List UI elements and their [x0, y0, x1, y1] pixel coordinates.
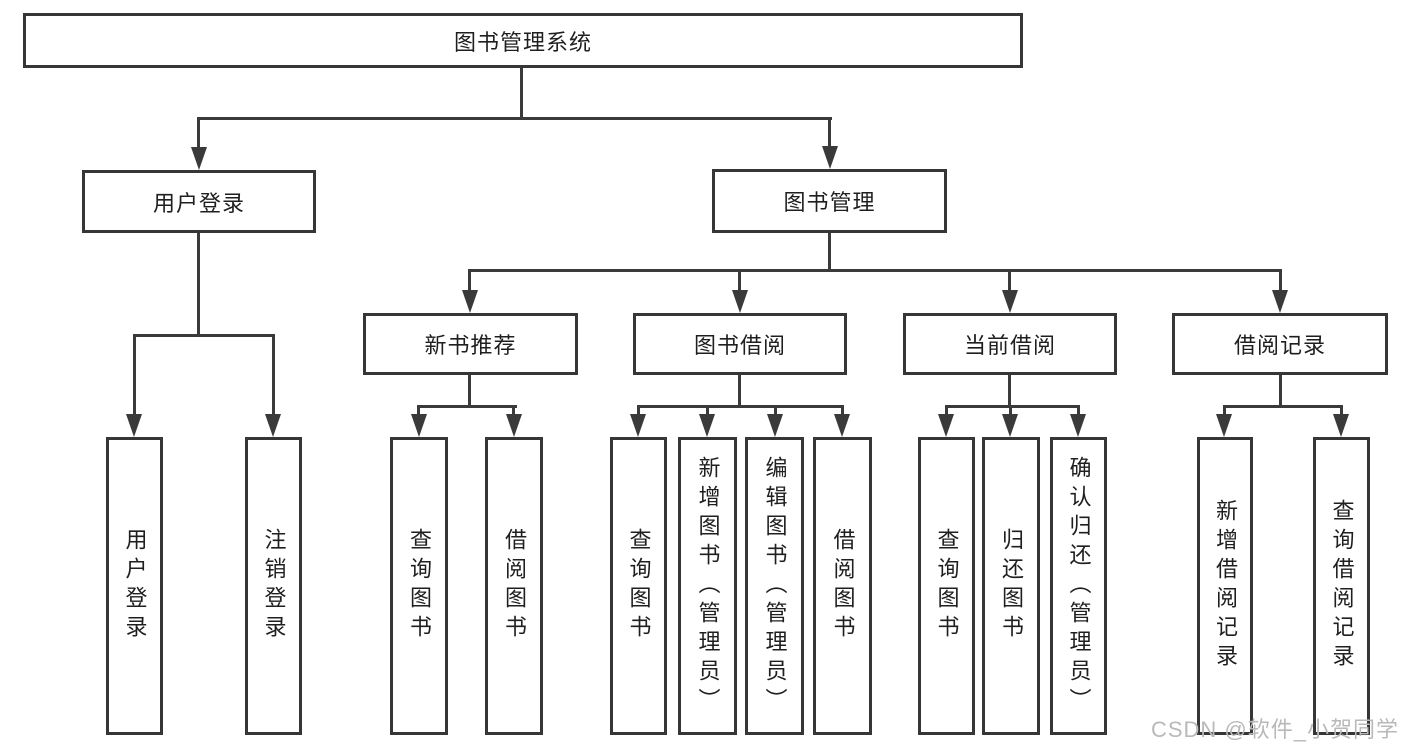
leaf-logout-label: 注销登录	[261, 528, 287, 644]
connector-drop-user-login	[197, 117, 200, 150]
arrowhead-query-books-2	[630, 414, 646, 437]
leaf-borrow-books-borrow: 借阅图书	[813, 437, 872, 735]
arrowhead-user-login	[191, 147, 207, 170]
arrowhead-borrow-books-1	[506, 414, 522, 437]
connector-drop-query-books-3	[945, 405, 948, 417]
arrowhead-query-books-1	[411, 414, 427, 437]
csdn-watermark: CSDN @软件_小贺同学	[1150, 717, 1399, 742]
connector-root-drop	[520, 68, 523, 120]
connector-drop-book-management	[828, 117, 831, 150]
connector-drop-borrow-books-1	[512, 405, 515, 417]
connector-level2-branch	[468, 269, 1282, 272]
leaf-query-books-borrow-label: 查询图书	[626, 528, 652, 644]
leaf-edit-book-admin-label: 编辑图书（管理员）	[762, 455, 788, 717]
arrowhead-leaf-logout	[265, 414, 281, 437]
node-borrowing-records: 借阅记录	[1172, 313, 1388, 375]
node-book-management: 图书管理	[712, 169, 947, 233]
leaf-add-borrow-record: 新增借阅记录	[1197, 437, 1253, 735]
leaf-return-book: 归还图书	[982, 437, 1040, 735]
arrowhead-edit-book	[767, 414, 783, 437]
arrowhead-confirm-return	[1070, 414, 1086, 437]
leaf-query-books-current: 查询图书	[918, 437, 975, 735]
connector-drop-edit-book	[774, 405, 777, 417]
leaf-borrow-books-borrow-label: 借阅图书	[830, 528, 856, 644]
connector-borrow-records-drop	[1279, 375, 1282, 408]
connector-drop-book-borrow	[738, 269, 741, 293]
leaf-query-books-recommend-label: 查询图书	[407, 528, 432, 644]
connector-borrow-records-branch	[1223, 405, 1343, 408]
connector-drop-query-borrow-record	[1340, 405, 1343, 417]
node-user-login: 用户登录	[82, 170, 316, 233]
arrowhead-book-borrow	[732, 290, 748, 313]
node-borrowing-records-label: 借阅记录	[1233, 333, 1326, 358]
connector-book-borrow-branch	[637, 405, 844, 408]
node-book-management-label: 图书管理	[783, 190, 876, 215]
arrowhead-add-borrow-record	[1216, 414, 1232, 437]
node-current-borrowing-label: 当前借阅	[963, 333, 1056, 358]
leaf-query-books-recommend: 查询图书	[390, 437, 448, 735]
node-new-book-recommendation: 新书推荐	[363, 313, 578, 375]
leaf-user-login-label: 用户登录	[122, 528, 148, 644]
leaf-query-borrow-record: 查询借阅记录	[1313, 437, 1370, 735]
node-root-label: 图书管理系统	[453, 29, 592, 55]
connector-new-book-drop	[468, 375, 471, 408]
arrowhead-borrow-records	[1272, 290, 1288, 313]
connector-drop-leaf-logout	[272, 334, 275, 417]
arrowhead-return-book	[1002, 414, 1018, 437]
connector-level1-branch	[197, 117, 832, 120]
connector-book-borrow-drop	[738, 375, 741, 408]
connector-drop-add-borrow-record	[1223, 405, 1226, 417]
connector-drop-query-books-1	[417, 405, 420, 417]
leaf-query-books-current-label: 查询图书	[934, 528, 960, 644]
leaf-borrow-books-recommend: 借阅图书	[485, 437, 543, 735]
connector-drop-return-book	[1009, 405, 1012, 417]
connector-drop-borrow-records	[1279, 269, 1282, 293]
connector-new-book-branch	[417, 405, 517, 408]
leaf-logout: 注销登录	[245, 437, 302, 735]
node-new-book-recommendation-label: 新书推荐	[424, 333, 517, 358]
connector-drop-leaf-user-login	[133, 334, 136, 417]
connector-drop-add-book	[706, 405, 709, 417]
connector-drop-new-book	[468, 269, 471, 293]
leaf-confirm-return-admin: 确认归还（管理员）	[1050, 437, 1107, 735]
node-current-borrowing: 当前借阅	[903, 313, 1117, 375]
arrowhead-leaf-user-login	[126, 414, 142, 437]
connector-user-login-branch	[133, 334, 275, 337]
node-user-login-label: 用户登录	[152, 190, 245, 216]
arrowhead-query-borrow-record	[1333, 414, 1349, 437]
arrowhead-book-management	[822, 146, 838, 169]
leaf-return-book-label: 归还图书	[999, 528, 1024, 644]
node-book-borrowing-label: 图书借阅	[693, 333, 786, 358]
connector-drop-current-borrow	[1008, 269, 1011, 293]
leaf-query-books-borrow: 查询图书	[610, 437, 667, 735]
connector-drop-confirm-return	[1077, 405, 1080, 417]
leaf-add-book-admin: 新增图书（管理员）	[678, 437, 737, 735]
arrowhead-new-book	[462, 290, 478, 313]
arrowhead-query-books-3	[938, 414, 954, 437]
connector-current-borrow-branch	[945, 405, 1080, 408]
arrowhead-current-borrow	[1002, 290, 1018, 313]
leaf-confirm-return-admin-label: 确认归还（管理员）	[1066, 455, 1092, 717]
connector-book-management-drop	[828, 233, 831, 272]
connector-drop-query-books-2	[637, 405, 640, 417]
connector-drop-borrow-books-2	[841, 405, 844, 417]
leaf-add-borrow-record-label: 新增借阅记录	[1213, 499, 1238, 673]
leaf-add-book-admin-label: 新增图书（管理员）	[695, 455, 721, 717]
arrowhead-add-book	[699, 414, 715, 437]
leaf-query-borrow-record-label: 查询借阅记录	[1329, 499, 1355, 673]
leaf-borrow-books-recommend-label: 借阅图书	[502, 528, 527, 644]
leaf-edit-book-admin: 编辑图书（管理员）	[745, 437, 804, 735]
node-root-library-management-system: 图书管理系统	[23, 13, 1023, 68]
arrowhead-borrow-books-2	[834, 414, 850, 437]
leaf-user-login: 用户登录	[106, 437, 163, 735]
connector-current-borrow-drop	[1008, 375, 1011, 408]
connector-user-login-drop	[197, 233, 200, 336]
node-book-borrowing: 图书借阅	[633, 313, 847, 375]
